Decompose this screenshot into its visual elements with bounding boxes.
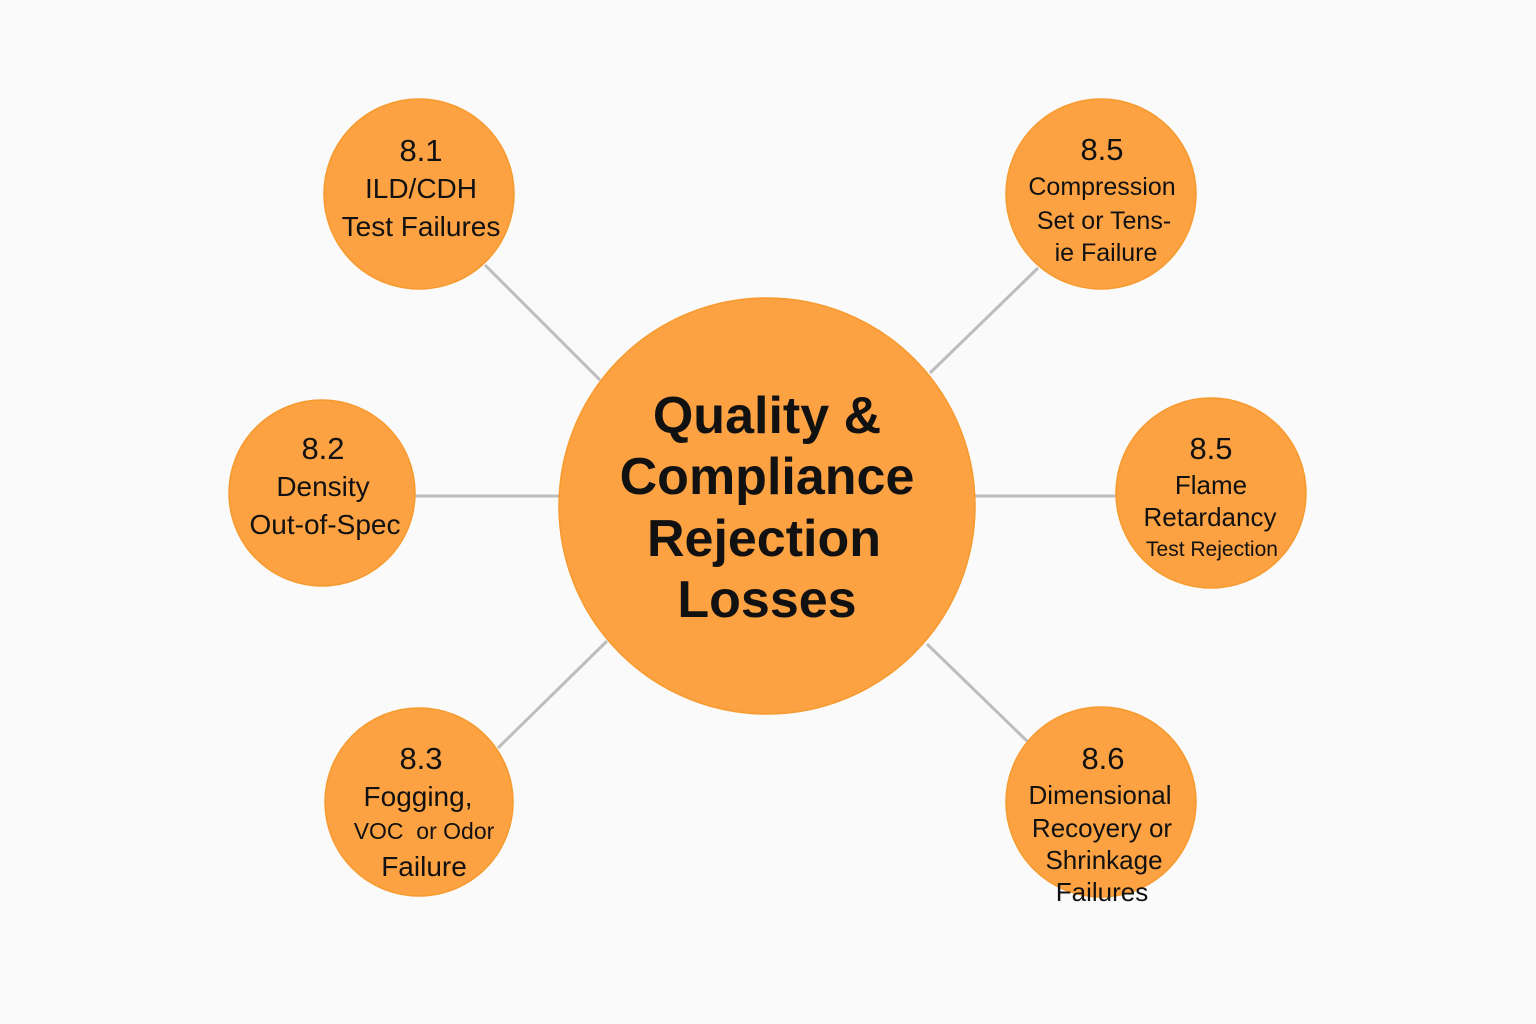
link-8-3 [496,639,609,750]
node-label: VOC or Odor [354,818,495,844]
link-8-6 [925,642,1030,744]
node-label: Set or Tens- [1037,207,1171,235]
node-number: 8.6 [1081,741,1124,776]
center-title-line: Compliance [620,448,915,506]
center-title-line: Losses [677,571,856,629]
node-number: 8.5 [1189,431,1232,466]
node-8-2: 8.2 Density Out-of-Spec [228,399,416,587]
node-8-3: 8.3 Fogging, VOC or Odor Failure [324,707,514,897]
node-label: ie Failure [1055,239,1158,267]
center-node: Quality & Compliance Rejection Losses [558,297,976,715]
node-label: Fogging, [364,781,473,812]
node-label: ILD/CDH [365,173,477,204]
center-title-line: Quality & [653,387,881,445]
node-label: Shrinkage [1045,845,1162,875]
node-8-1: 8.1 ILD/CDH Test Failures [323,98,515,290]
node-8-6: 8.6 Dimensional Recoyery or Shrinkage Fa… [1005,706,1197,907]
node-label: Out-of-Spec [250,509,401,540]
node-8-5-flame: 8.5 Flame Retardancy Test Rejection [1115,397,1307,589]
link-8-5-compression [928,266,1040,375]
node-label: Recoyery or [1032,813,1172,843]
node-label: Test Rejection [1146,538,1278,561]
center-title-line: Rejection [647,510,881,568]
node-number: 8.5 [1080,132,1123,167]
node-number: 8.3 [399,741,442,776]
node-label: Failures [1056,877,1148,907]
node-label: Density [276,471,369,502]
node-label: Dimensional [1028,780,1171,810]
link-8-1 [483,263,602,382]
node-label: Failure [381,851,467,882]
node-number: 8.1 [399,133,442,168]
node-label: Retardancy [1144,502,1277,532]
node-label: Test Failures [342,211,501,242]
node-8-5-compression: 8.5 Compression Set or Tens- ie Failure [1005,98,1197,290]
node-label: Compression [1028,173,1175,201]
node-number: 8.2 [301,431,344,466]
node-label: Flame [1175,470,1247,500]
